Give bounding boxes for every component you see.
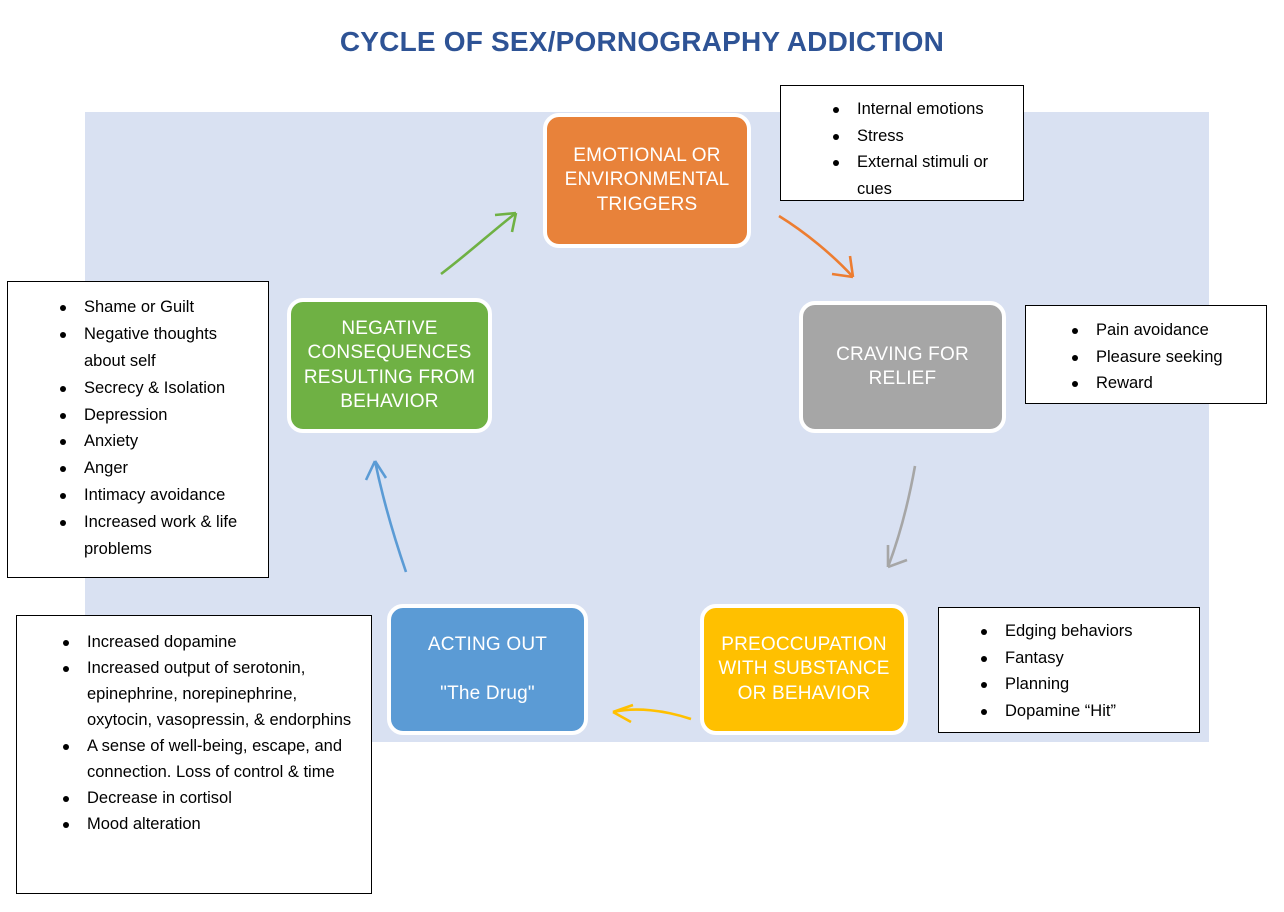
stage-emotional-environmental-triggers[interactable]: EMOTIONAL OR ENVIRONMENTAL TRIGGERS: [543, 113, 751, 248]
stage-label: NEGATIVE CONSEQUENCES RESULTING FROM BEH…: [303, 317, 476, 412]
list-item: Decrease in cortisol: [57, 785, 359, 811]
list-item: Planning: [975, 671, 1191, 698]
list-item: External stimuli or cues: [827, 149, 1013, 202]
list-item: Pleasure seeking: [1066, 344, 1258, 371]
list-item: Mood alteration: [57, 811, 359, 837]
list-item: Dopamine “Hit”: [975, 698, 1191, 725]
list-item: Negative thoughts about self: [54, 321, 258, 375]
stage-label: EMOTIONAL OR ENVIRONMENTAL TRIGGERS: [564, 145, 730, 215]
stage-craving-for-relief[interactable]: CRAVING FOR RELIEF: [799, 301, 1006, 433]
list-item: Anger: [54, 455, 258, 482]
list-item: Reward: [1066, 370, 1258, 397]
list-item: Increased work & life problems: [54, 509, 258, 563]
list-item: Intimacy avoidance: [54, 482, 258, 509]
list-item: Shame or Guilt: [54, 294, 258, 321]
stage-label: ACTING OUT "The Drug": [427, 634, 548, 704]
list-item: Increased dopamine: [57, 629, 359, 655]
list-item: Fantasy: [975, 645, 1191, 672]
list-item: Increased output of serotonin, epinephri…: [57, 655, 359, 733]
stage-negative-consequences[interactable]: NEGATIVE CONSEQUENCES RESULTING FROM BEH…: [287, 298, 492, 433]
list-item: Secrecy & Isolation: [54, 375, 258, 402]
list-item: A sense of well-being, escape, and conne…: [57, 733, 359, 785]
list-item: Internal emotions: [827, 96, 1013, 123]
stage-acting-out[interactable]: ACTING OUT "The Drug": [387, 604, 588, 735]
page-title: CYCLE OF SEX/PORNOGRAPHY ADDICTION: [339, 26, 945, 57]
list-item: Stress: [827, 123, 1013, 150]
list-item: Edging behaviors: [975, 618, 1191, 645]
list-item: Depression: [54, 402, 258, 429]
list-item: Anxiety: [54, 428, 258, 455]
stage-label: CRAVING FOR RELIEF: [836, 343, 969, 389]
list-item: Pain avoidance: [1066, 317, 1258, 344]
stage-preoccupation-with-substance-or-behavior[interactable]: PREOCCUPATION WITH SUBSTANCE OR BEHAVIOR: [700, 604, 908, 735]
stage-label: PREOCCUPATION WITH SUBSTANCE OR BEHAVIOR: [718, 634, 890, 704]
